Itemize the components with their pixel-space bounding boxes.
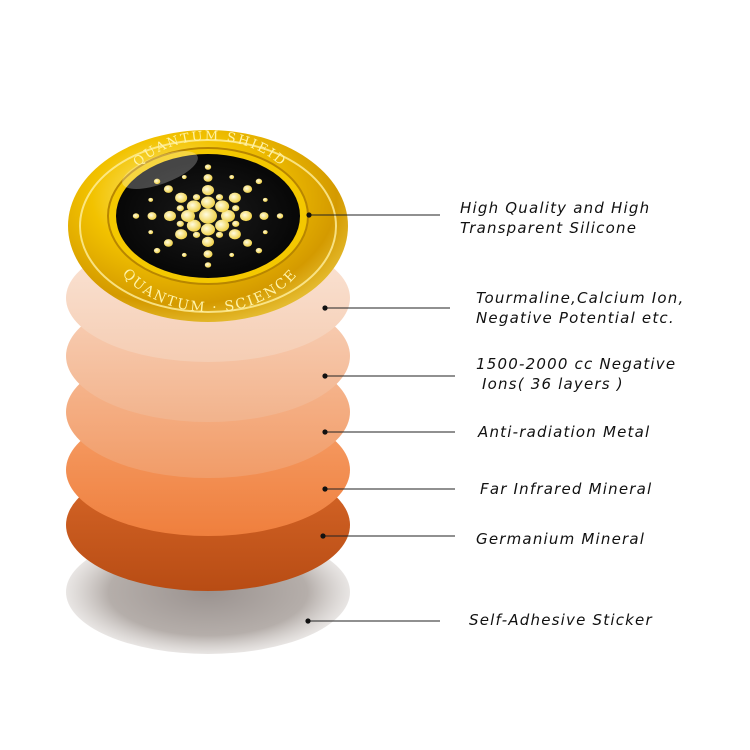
emblem-dot [201,223,215,236]
leader-dot [322,486,328,492]
leader-dot [322,429,328,435]
emblem-dot [215,231,224,238]
emblem-dot [201,196,215,209]
layer-label-line: Self-Adhesive Sticker [469,611,653,629]
emblem-dot [186,200,201,213]
layer-label: Self-Adhesive Sticker [469,610,653,630]
emblem-dot [163,185,173,193]
quantum-star-emblem [132,164,284,268]
layer-label: Germanium Mineral [476,529,645,549]
emblem-dot [229,175,235,180]
emblem-dot [163,239,173,247]
layer-label-line: Ions( 36 layers ) [476,375,624,393]
emblem-dot [148,197,154,202]
emblem-dot [175,192,188,203]
emblem-dot [202,185,214,196]
layer-label-line: Germanium Mineral [476,530,646,548]
emblem-dot [181,252,187,257]
layer-label-line: Anti-radiation Metal [478,423,651,441]
emblem-dot [176,205,184,212]
layer-label-line: High Quality and High [460,199,651,217]
emblem-dot [243,239,253,247]
silicone-coin: QUANTUM SHIEID QUANTUM · SCIENCE [68,129,348,322]
leader-dot [305,618,311,624]
emblem-dot [148,230,154,235]
emblem-dot [153,178,161,185]
emblem-dot [240,210,252,222]
emblem-dot [262,230,268,235]
layer-label-line: Far Infrared Mineral [480,480,653,498]
leader-dot [322,373,328,379]
emblem-dot [204,262,212,268]
layer-label: Far Infrared Mineral [480,479,652,499]
emblem-dot [204,164,212,170]
emblem-dot [175,229,188,240]
emblem-dot [192,231,201,238]
layer-label: Anti-radiation Metal [478,422,650,442]
emblem-dot [202,236,214,247]
layer-label-line: 1500-2000 cc Negative [476,355,677,373]
leader-dot [306,212,312,218]
emblem-dot [232,205,240,212]
emblem-dot [199,208,217,224]
emblem-dot [259,212,269,220]
emblem-dot [215,219,230,232]
leader-lines [305,212,455,624]
emblem-dot [228,229,241,240]
emblem-dot [262,197,268,202]
emblem-dot [203,174,213,182]
layer-label: Tourmaline,Calcium Ion, Negative Potentia… [476,288,684,328]
emblem-dot [186,219,201,232]
emblem-dot [153,247,161,254]
emblem-dot [176,220,184,227]
emblem-dot [203,250,213,258]
emblem-dot [243,185,253,193]
layer-label-line: Negative Potential etc. [476,309,675,327]
emblem-dot [181,210,195,222]
emblem-dot [192,194,201,201]
emblem-dot [147,212,157,220]
emblem-dot [215,194,224,201]
emblem-dot [255,178,263,185]
emblem-dot [132,213,140,219]
emblem-dot [228,192,241,203]
emblem-dot [276,213,284,219]
emblem-dot [215,200,230,213]
emblem-dot [232,220,240,227]
emblem-dot [164,210,176,222]
layer-label-line: Transparent Silicone [460,219,638,237]
emblem-dot [181,175,187,180]
emblem-dot [255,247,263,254]
leader-dot [322,305,328,311]
layer-label: 1500-2000 cc Negative Ions( 36 layers ) [476,354,676,394]
emblem-dot [221,210,235,222]
layer-label-line: Tourmaline,Calcium Ion, [476,289,685,307]
emblem-dot [229,252,235,257]
leader-dot [320,533,326,539]
